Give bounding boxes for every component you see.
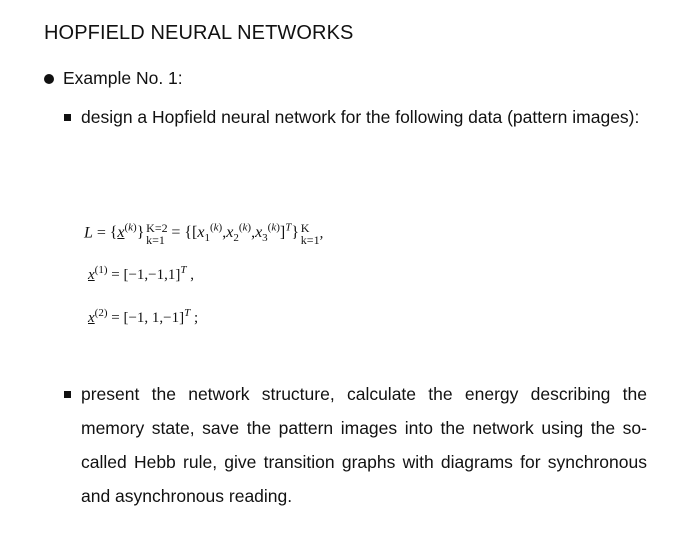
item2-text: present the network structure, calculate… bbox=[81, 384, 647, 506]
bullet-square-icon bbox=[64, 114, 71, 121]
page-title: HOPFIELD NEURAL NETWORKS bbox=[44, 22, 354, 44]
bullet-dot-icon bbox=[44, 74, 54, 84]
item1-text: design a Hopfield neural network for the… bbox=[81, 107, 640, 127]
bullet-square-icon bbox=[64, 391, 71, 398]
example-heading: Example No. 1: bbox=[63, 68, 183, 88]
equation-x2: x(2) = [−1, 1,−1]T ; bbox=[88, 307, 199, 326]
example-bullet: Example No. 1: bbox=[44, 68, 183, 89]
equation-L: L = {x(k)} K=2 k=1 = {[x1(k),x2(k),x3(k)… bbox=[84, 221, 324, 247]
equation-x1: x(1) = [−1,−1,1]T , bbox=[88, 264, 194, 283]
